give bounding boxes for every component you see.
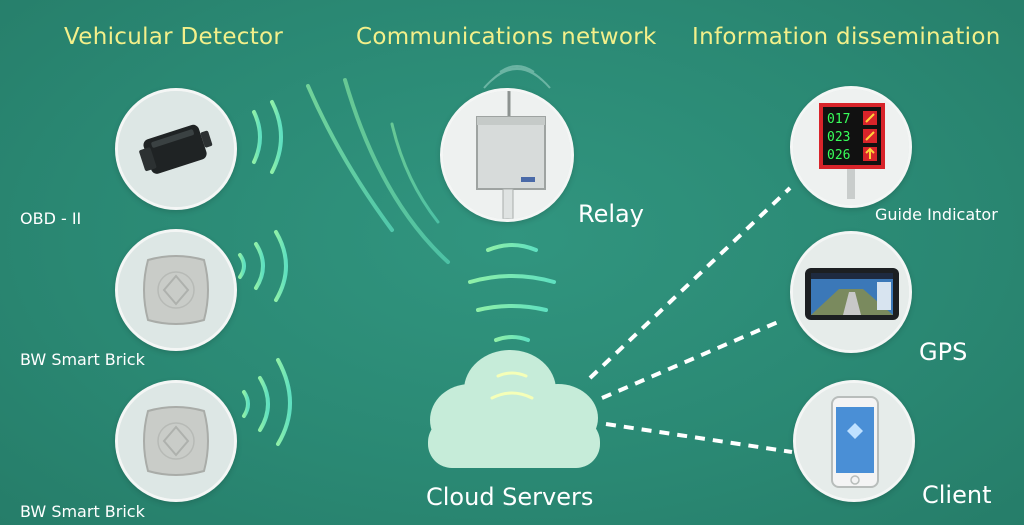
- relay-antenna-waves: [483, 65, 551, 89]
- heading-information-dissemination: Information dissemination: [692, 24, 1001, 50]
- indicator-value-2: 023: [827, 130, 850, 145]
- gps-navigator-icon: [793, 234, 909, 350]
- relay-node: [440, 88, 574, 222]
- detector-2-signal-waves: [238, 230, 288, 302]
- gps-node: [790, 231, 912, 353]
- gps-label: GPS: [919, 338, 968, 366]
- client-node: [793, 380, 915, 502]
- cloud-inner-waves: [490, 371, 534, 400]
- obd-ii-node: [115, 88, 237, 210]
- smart-brick-node-2: [115, 380, 237, 502]
- relay-label: Relay: [578, 200, 644, 228]
- indicator-value-3: 026: [827, 148, 850, 163]
- detector-3-signal-waves: [242, 358, 292, 446]
- cloud-servers-label: Cloud Servers: [426, 483, 594, 511]
- guide-indicator-sign-icon: 017 023 026: [793, 89, 909, 205]
- relay-cabinet-icon: [443, 91, 571, 219]
- link-to-guide-indicator: [588, 186, 792, 380]
- obd-ii-label: OBD - II: [20, 209, 82, 228]
- smart-brick-node-1: [115, 229, 237, 351]
- heading-communications-network: Communications network: [356, 24, 657, 50]
- smart-brick-label-2: BW Smart Brick: [20, 502, 145, 521]
- relay-cloud-waves: [468, 243, 556, 342]
- detector-1-signal-waves: [252, 78, 450, 264]
- indicator-value-1: 017: [827, 112, 850, 127]
- guide-indicator-label: Guide Indicator: [875, 205, 998, 224]
- smart-brick-icon: [118, 232, 234, 348]
- smart-brick-label-1: BW Smart Brick: [20, 350, 145, 369]
- heading-vehicular-detector: Vehicular Detector: [64, 24, 284, 50]
- link-to-gps: [601, 320, 779, 400]
- guide-indicator-node: 017 023 026: [790, 86, 912, 208]
- obd-ii-device-icon: [118, 91, 234, 207]
- smartphone-client-icon: [796, 383, 912, 499]
- link-to-client: [605, 422, 793, 454]
- output-links: [588, 186, 793, 454]
- client-label: Client: [922, 481, 992, 509]
- smart-brick-icon: [118, 383, 234, 499]
